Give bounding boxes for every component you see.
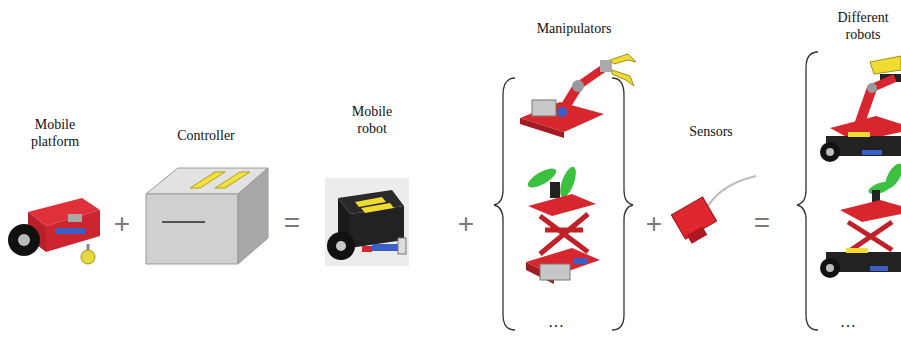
arm-manipulator (520, 54, 636, 138)
controller-figure (146, 168, 268, 264)
wheel (820, 258, 840, 278)
component-heading: Different robots (828, 9, 898, 43)
component-heading: Mobile platform (19, 116, 91, 150)
operator-sign: + (458, 210, 474, 238)
heading-text: Mobile robot (341, 103, 403, 137)
heading-text: Mobile platform (19, 116, 91, 150)
sensor-figure (671, 176, 756, 244)
wheel (8, 224, 40, 256)
operator-sign: + (114, 210, 130, 238)
yellow-bar (361, 203, 394, 213)
blue-part (55, 228, 85, 234)
blue-part (372, 244, 398, 251)
blue-part (574, 258, 588, 264)
red-part (362, 246, 372, 252)
chassis-front (46, 210, 100, 252)
wheel-hub (826, 264, 834, 272)
component-heading: Manipulators (514, 20, 634, 37)
controller-front (146, 194, 238, 264)
wheel-hub (336, 241, 346, 251)
component-heading: Sensors (666, 123, 756, 140)
right-brace (612, 78, 633, 330)
heading-text: Controller (151, 127, 261, 144)
grey-box (540, 264, 570, 280)
joint (557, 107, 567, 117)
scissor (540, 214, 588, 254)
arm-base-edge (520, 118, 564, 138)
robot-front (350, 206, 404, 248)
lift-manipulator (525, 165, 600, 284)
yellow-bar (846, 248, 868, 253)
ellipsis-mark: … (548, 314, 564, 330)
mobile-platform-figure (8, 198, 100, 264)
grey-part (68, 214, 82, 222)
component-heading: Controller (151, 127, 261, 144)
wheel-hub (18, 234, 30, 246)
sensor-end (687, 226, 708, 244)
gripper (870, 56, 901, 74)
propeller-blade (557, 165, 579, 199)
sensor-part (398, 238, 406, 254)
photo-ground (325, 178, 409, 266)
joint (572, 80, 584, 92)
motor (550, 182, 560, 198)
scissor (848, 222, 892, 252)
wheel (327, 232, 355, 260)
controller-side (238, 168, 268, 264)
blue-part (862, 150, 882, 155)
ellipsis-mark: … (840, 314, 856, 330)
joint (867, 83, 877, 93)
operator-sign: = (754, 209, 770, 237)
blue-part (870, 266, 888, 271)
heading-text: Manipulators (514, 20, 634, 37)
robot-with-lift (820, 161, 901, 278)
operator-sign: = (284, 209, 300, 237)
caster (81, 250, 95, 264)
yellow-bar (215, 172, 250, 188)
top-plate (840, 200, 901, 222)
gripper-finger (612, 70, 634, 86)
heading-text: Different robots (828, 9, 898, 43)
robots-brace (797, 52, 818, 330)
mobile-robot-photo (325, 178, 409, 266)
heading-text: Sensors (666, 123, 756, 140)
motor (532, 100, 556, 116)
wrist (600, 60, 612, 72)
sensor-cable (708, 176, 756, 206)
operator-sign: + (646, 210, 662, 238)
slot (162, 221, 205, 223)
left-brace (494, 78, 515, 330)
component-heading: Mobile robot (341, 103, 403, 137)
gripper-finger (610, 54, 636, 64)
robot-with-arm (820, 56, 901, 162)
wheel-hub (826, 148, 834, 156)
wheel (820, 142, 840, 162)
yellow-bar (848, 132, 870, 137)
